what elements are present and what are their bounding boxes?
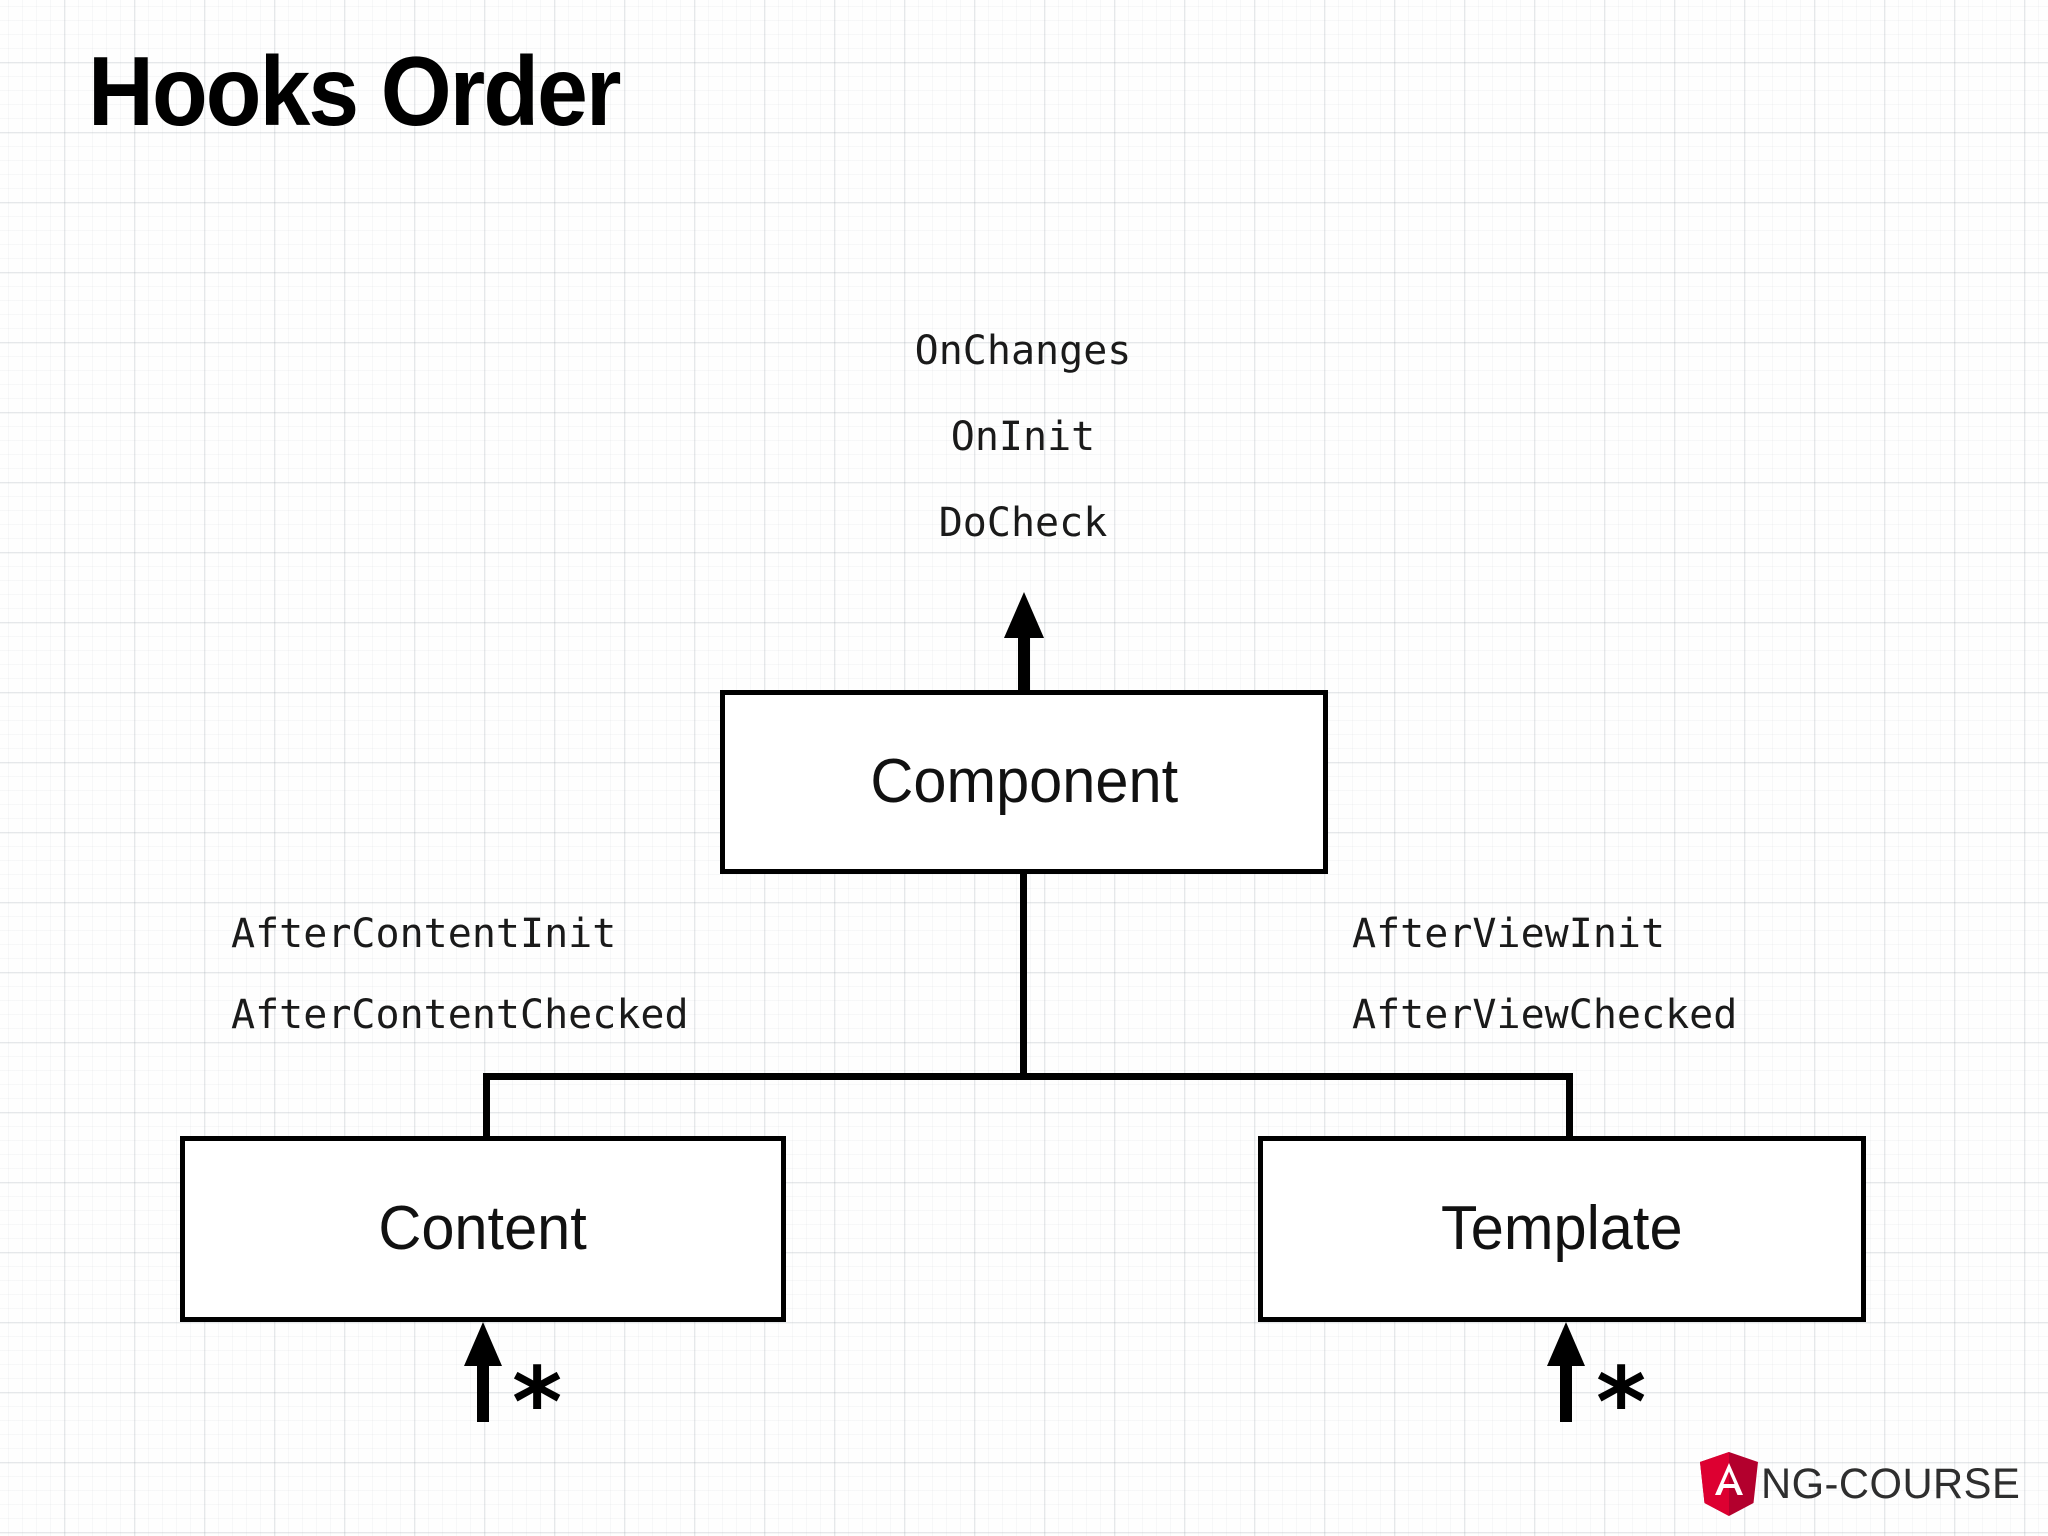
node-content-label: Content — [378, 1194, 588, 1263]
node-component-label: Component — [870, 747, 1178, 816]
angular-shield-icon — [1699, 1452, 1758, 1516]
node-content[interactable]: Content — [180, 1136, 786, 1322]
hook-label-docheck: DoCheck — [938, 500, 1108, 546]
arrow-up-component — [1004, 592, 1044, 696]
hook-label-afterviewinit: AfterViewInit — [1352, 911, 1666, 957]
node-template-label: Template — [1441, 1194, 1683, 1263]
page-title: Hooks Order — [88, 36, 621, 146]
connector-horizontal-bus — [483, 1073, 1573, 1080]
connector-down-content — [483, 1073, 490, 1139]
hook-label-aftercontentchecked: AfterContentChecked — [231, 992, 689, 1038]
ang-course-logo[interactable]: NG-COURSE — [1697, 1450, 2024, 1518]
node-component[interactable]: Component — [720, 690, 1328, 874]
hook-label-afterviewchecked: AfterViewChecked — [1352, 992, 1738, 1038]
arrow-up-template — [1547, 1322, 1585, 1422]
hook-label-aftercontentinit: AfterContentInit — [231, 911, 617, 957]
connector-down-template — [1566, 1073, 1573, 1139]
connector-component-down — [1020, 873, 1027, 1078]
logo-text: NG-COURSE — [1760, 1459, 2020, 1508]
marker-asterisk-content: * — [512, 1347, 563, 1459]
hook-label-oninit: OnInit — [950, 414, 1096, 460]
node-template[interactable]: Template — [1258, 1136, 1866, 1322]
hook-label-onchanges: OnChanges — [914, 328, 1132, 374]
arrow-up-content — [464, 1322, 502, 1422]
marker-asterisk-template: * — [1596, 1347, 1647, 1459]
